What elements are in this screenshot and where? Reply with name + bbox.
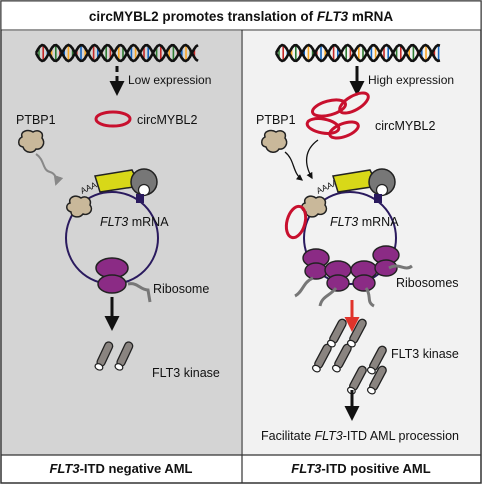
- ptbp1-protein-icon: [18, 129, 45, 153]
- ptbp1-protein-icon: [261, 129, 288, 153]
- circrna-binding-arrow: [306, 139, 319, 180]
- ribosome-icon: [95, 257, 129, 294]
- mrna-loop: [303, 191, 397, 285]
- ptbp1-binding-arrow: [284, 151, 304, 181]
- left-footer-label: FLT3-ITD negative AML: [49, 461, 192, 476]
- circrna-cluster-icon: [305, 91, 370, 140]
- flt3-kinase-icon: [311, 318, 387, 395]
- mrna-label: FLT3 mRNA: [100, 215, 169, 229]
- cap-linker-icon: [374, 194, 382, 203]
- cap-icon: [375, 183, 389, 197]
- cap-linker-icon: [136, 194, 144, 203]
- ptbp1-label: PTBP1: [16, 113, 56, 127]
- circrna-label: circMYBL2: [137, 113, 197, 127]
- ptbp1-label: PTBP1: [256, 113, 296, 127]
- flt3-kinase-label: FLT3 kinase: [152, 366, 220, 380]
- flt3-kinase-label: FLT3 kinase: [391, 347, 459, 361]
- cap-icon: [137, 183, 151, 197]
- dna-helix-icon: [274, 43, 441, 63]
- ptbp1-binding-arrow: [35, 153, 64, 186]
- right-footer-label: FLT3-ITD positive AML: [291, 461, 430, 476]
- circrna-icon: [94, 110, 132, 128]
- flt3-kinase-icon: [94, 341, 134, 371]
- right-panel: [243, 31, 480, 455]
- low-expression-label: Low expression: [128, 73, 211, 87]
- ribosome-label: Ribosomes: [396, 276, 459, 290]
- circrna-label: circMYBL2: [375, 119, 435, 133]
- ribosome-label: Ribosome: [153, 282, 209, 296]
- circrna-bound-icon: [284, 204, 308, 240]
- dna-helix-icon: [34, 43, 199, 63]
- ptbp1-bound-icon: [66, 195, 93, 218]
- outcome-label: Facilitate FLT3-ITD AML procession: [261, 429, 459, 443]
- nascent-peptides-icon: [294, 264, 413, 308]
- polysome-icon: [302, 245, 400, 292]
- mrna-label: FLT3 mRNA: [330, 215, 399, 229]
- nascent-peptide-icon: [127, 282, 152, 303]
- title-bar: [0, 0, 482, 31]
- left-panel: [2, 31, 241, 455]
- high-expression-label: High expression: [368, 73, 454, 87]
- figure-title: circMYBL2 promotes translation of FLT3 m…: [89, 9, 394, 24]
